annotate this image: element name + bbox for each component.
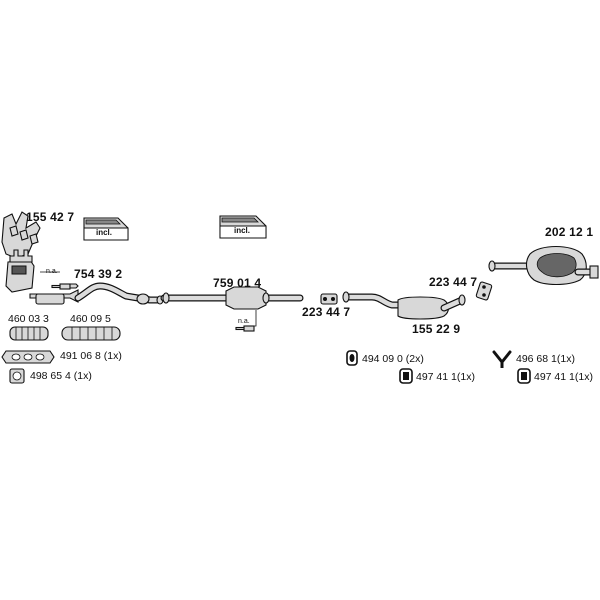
middle-silencer-icon <box>342 291 466 320</box>
lambda-sensor-2-icon <box>235 310 257 332</box>
rubber-mount-497411-icon <box>399 368 413 384</box>
manifold-catalyst-part-icon <box>5 249 79 305</box>
part-number-497411-a: 497 41 1(1x) <box>416 371 475 383</box>
manifold-gasket-icon <box>1 211 41 259</box>
part-number-494090: 494 09 0 (2x) <box>362 353 424 365</box>
flex-pipe-icon <box>9 326 49 341</box>
gasket-498654-icon <box>9 368 25 384</box>
bracket-496681-icon <box>492 350 512 368</box>
part-number-496681: 496 68 1(1x) <box>516 353 575 365</box>
incl-label-1: incl. <box>96 228 113 237</box>
part-number-223447-b: 223 44 7 <box>429 275 478 289</box>
rubber-mount-494090-icon <box>346 350 358 366</box>
part-number-155229: 155 22 9 <box>412 322 461 336</box>
part-number-759014: 759 01 4 <box>213 276 262 290</box>
lambda-sensor-icon <box>40 271 79 290</box>
clamp-223447-b-icon <box>475 281 493 301</box>
part-number-155427: 155 42 7 <box>26 210 75 224</box>
part-number-498654: 498 65 4 (1x) <box>30 370 92 382</box>
part-number-497411-b: 497 41 1(1x) <box>534 371 593 383</box>
flex-pipe-2-icon <box>61 326 121 341</box>
catalytic-converter-icon <box>160 286 304 310</box>
part-number-223447-a: 223 44 7 <box>302 305 351 319</box>
front-pipe-icon <box>74 282 164 305</box>
part-number-754392: 754 39 2 <box>74 267 123 281</box>
part-number-491068: 491 06 8 (1x) <box>60 350 122 362</box>
rubber-mount-497411-b-icon <box>517 368 531 384</box>
rear-silencer-icon <box>488 245 599 286</box>
part-number-460033: 460 03 3 <box>8 313 49 325</box>
not-available-label-1: n.a. <box>46 268 58 275</box>
gasket-491068-icon <box>1 350 55 364</box>
incl-kit-box-2-icon <box>219 215 267 239</box>
incl-kit-box-1-icon <box>83 217 129 241</box>
clamp-223447-icon <box>320 293 338 305</box>
part-number-202121: 202 12 1 <box>545 225 594 239</box>
incl-label-2: incl. <box>234 226 251 235</box>
part-number-460095: 460 09 5 <box>70 313 111 325</box>
not-available-label-2: n.a. <box>238 318 250 325</box>
